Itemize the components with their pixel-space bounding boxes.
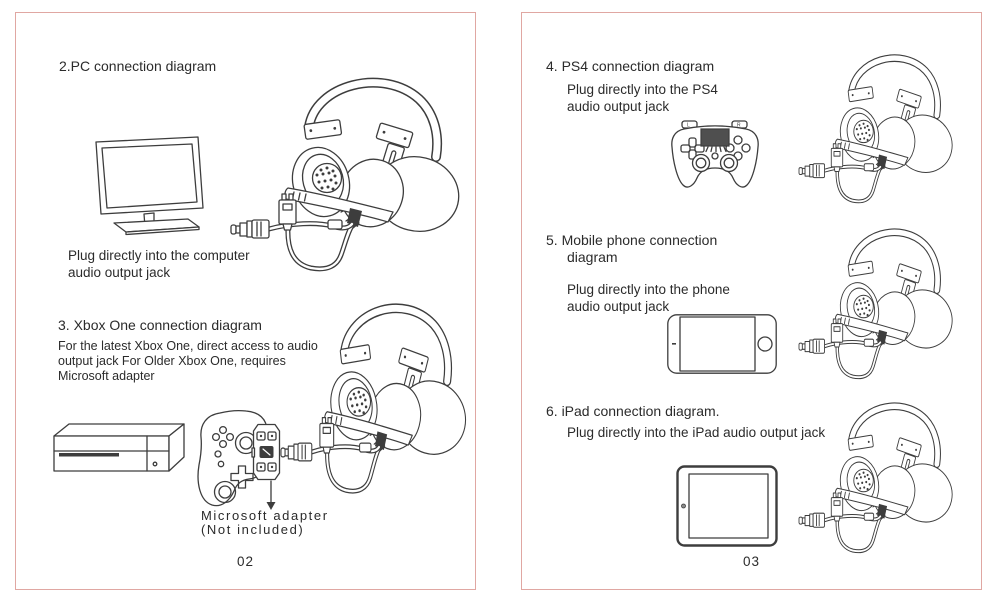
headset-illustration-pc — [231, 63, 463, 284]
caption-line: Plug directly into the phone — [567, 282, 730, 297]
caption-line: audio output jack — [567, 99, 670, 114]
caption-line: audio output jack — [567, 299, 670, 314]
body-line: output jack For Older Xbox One, requires — [58, 354, 286, 368]
manual-page-right: 4. PS4 connection diagram Plug directly … — [521, 12, 982, 590]
ps4-section-caption: Plug directly into the PS4 audio output … — [567, 81, 718, 115]
xbox-console-illustration — [53, 423, 185, 472]
xbox-section-body: For the latest Xbox One, direct access t… — [58, 339, 318, 384]
ps4-section-heading: 4. PS4 connection diagram — [546, 58, 715, 74]
xbox-section-heading: 3. Xbox One connection diagram — [58, 317, 262, 333]
headset-illustration-ipad — [799, 391, 955, 563]
phone-section-heading: 5. Mobile phone connection diagram — [546, 232, 717, 266]
caption-line: audio output jack — [68, 265, 171, 280]
ipad-section-heading: 6. iPad connection diagram. — [546, 403, 720, 419]
page-number: 02 — [236, 554, 255, 569]
adapter-note: Microsoft adapter (Not included) — [201, 509, 329, 536]
caption-line: Plug directly into the computer — [68, 248, 250, 263]
monitor-illustration — [95, 136, 204, 236]
phone-illustration — [667, 314, 777, 374]
manual-page-left: 2.PC connection diagram Plug directly in… — [15, 12, 476, 590]
page-number: 03 — [742, 554, 761, 569]
body-line: For the latest Xbox One, direct access t… — [58, 339, 318, 353]
phone-section-caption: Plug directly into the phone audio outpu… — [567, 281, 730, 315]
heading-line: 5. Mobile phone connection — [546, 232, 718, 248]
down-arrow-icon — [265, 480, 277, 511]
headset-illustration-ps4 — [799, 43, 955, 213]
pc-section-heading: 2.PC connection diagram — [59, 58, 217, 74]
headset-illustration-xbox — [281, 289, 469, 506]
ps4-controller-illustration — [671, 120, 759, 188]
pc-section-caption: Plug directly into the computer audio ou… — [68, 247, 250, 281]
heading-line: diagram — [567, 249, 618, 265]
note-line: Microsoft adapter — [201, 508, 329, 523]
body-line: Microsoft adapter — [58, 369, 155, 383]
microsoft-adapter-illustration — [251, 423, 281, 481]
note-line: (Not included) — [201, 521, 305, 537]
caption-line: Plug directly into the PS4 — [567, 82, 718, 97]
ipad-illustration — [676, 465, 778, 547]
ipad-section-caption: Plug directly into the iPad audio output… — [567, 425, 826, 440]
headset-illustration-phone — [799, 217, 955, 389]
